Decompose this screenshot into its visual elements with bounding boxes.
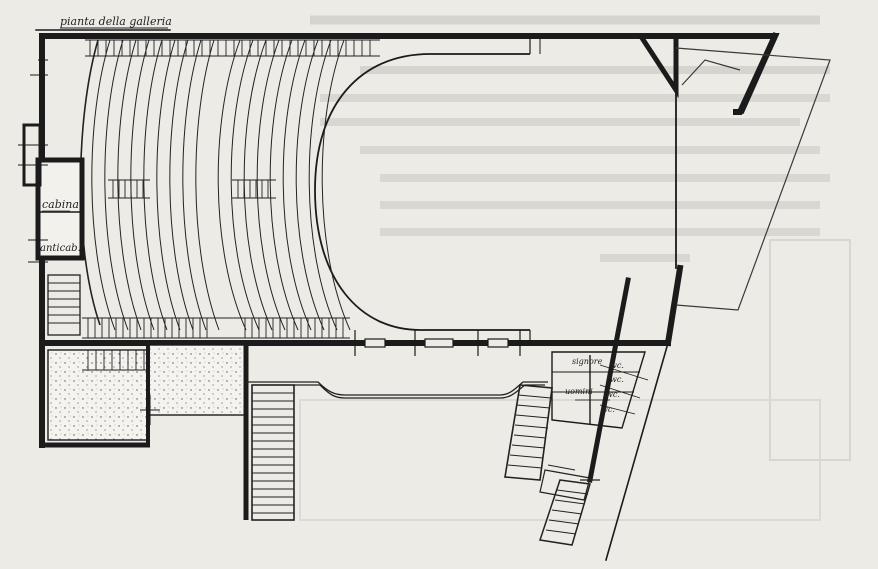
main-lower-stair [251, 384, 295, 521]
foyer-steps [82, 349, 148, 371]
auditorium-walls [35, 29, 780, 561]
wc-label-1: wc. [610, 361, 624, 370]
bleed-through-texture [299, 15, 851, 521]
wc-label-4: wc. [601, 405, 615, 414]
wall-openings [354, 330, 521, 356]
wc-label-3: wc. [606, 390, 620, 399]
uomini-label: uomini [565, 387, 593, 396]
top-aisle-steps [85, 39, 380, 57]
projection-booth [18, 59, 85, 263]
seating-rows-left [79, 39, 220, 331]
bottom-aisle-steps [82, 317, 350, 339]
wc-label-2: wc. [610, 375, 624, 384]
stage-curve [314, 34, 541, 343]
anticabina-label: anticab. [40, 243, 81, 254]
signore-label: signore [572, 357, 603, 366]
middle-aisle-steps [108, 179, 276, 199]
restroom-block [551, 351, 649, 429]
left-stair [47, 274, 81, 336]
cabina-label: cabina [42, 198, 79, 211]
right-stair [504, 384, 600, 546]
right-wing-outline [675, 47, 831, 311]
foyer-areas [40, 343, 249, 520]
corridor [246, 381, 548, 399]
plan-title: pianta della galleria [60, 15, 172, 28]
